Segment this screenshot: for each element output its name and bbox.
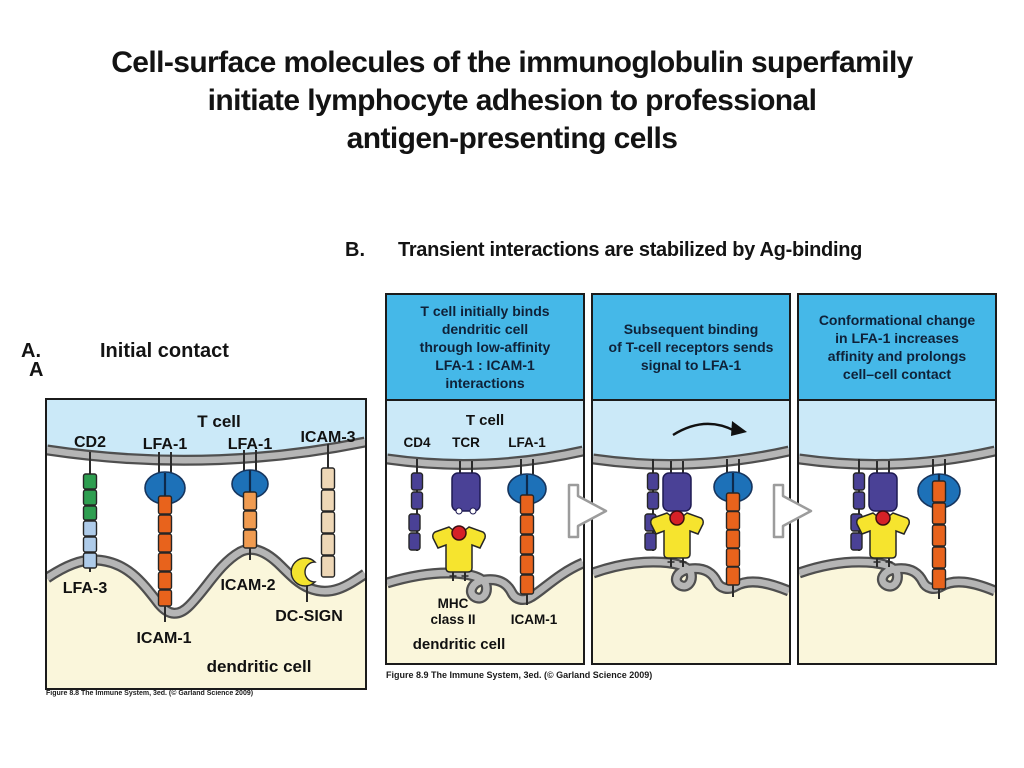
- peptide-antigen: [875, 510, 891, 526]
- panel-3-header-line: cell–cell contact: [842, 366, 952, 382]
- panel-3-header: Conformational change in LFA-1 increases…: [799, 295, 995, 401]
- title-line-1: Cell-surface molecules of the immunoglob…: [111, 46, 913, 79]
- title-line-3: antigen-presenting cells: [346, 122, 678, 155]
- mhc-molecule: [650, 512, 704, 559]
- figure-89-caption: Figure 8.9 The Immune System, 3ed. (© Ga…: [386, 670, 653, 680]
- dendritic-cell-region: [387, 563, 583, 663]
- icam3-label: ICAM-3: [300, 429, 355, 446]
- figure-89-panel-1: T cell initially binds dendritic cell th…: [385, 293, 585, 665]
- panel-1-header-line: dendritic cell: [441, 321, 529, 337]
- dendritic-cell-region: [47, 549, 365, 688]
- panel-2-header: Subsequent binding of T-cell receptors s…: [593, 295, 789, 401]
- tcr-molecule: [868, 472, 898, 512]
- figure-88-caption: Figure 8.8 The Immune System, 3ed. (© Ga…: [46, 690, 254, 697]
- panel-1-header: T cell initially binds dendritic cell th…: [387, 295, 583, 401]
- cd2-label: CD2: [74, 434, 106, 451]
- cd4-molecule: [644, 472, 660, 551]
- panel-3-header-line: affinity and prolongs: [827, 348, 967, 364]
- mhc-molecule: [432, 526, 486, 573]
- t-cell-label: T cell: [466, 412, 504, 429]
- title-line-2: initiate lymphocyte adhesion to professi…: [207, 84, 817, 117]
- cd4-label: CD4: [403, 435, 430, 450]
- dcsign-label: DC-SIGN: [275, 608, 343, 625]
- figure-89-panel-3: Conformational change in LFA-1 increases…: [797, 293, 997, 665]
- mhc-molecule: [856, 512, 910, 559]
- panel-transition-arrow-1: [567, 483, 608, 539]
- t-cell-label: T cell: [197, 412, 240, 431]
- panel-1-diagram: T cell CD4 TCR LFA-1 MHC class II ICAM-1…: [387, 401, 583, 663]
- tcr-label: TCR: [452, 435, 480, 450]
- figure-89-panel-2: Subsequent binding of T-cell receptors s…: [591, 293, 791, 665]
- figure-88-diagram: T cell CD2 LFA-1 LFA-1 ICAM-3 LFA-3 ICAM…: [45, 398, 367, 690]
- mhc-label-line2: class II: [430, 612, 475, 627]
- icam3-molecule: [320, 467, 336, 578]
- panel-2-header-line: Subsequent binding: [623, 321, 759, 337]
- mhc-label-line1: MHC: [438, 596, 469, 611]
- section-b-label: B.: [345, 239, 365, 261]
- tcr-notch: [469, 507, 477, 515]
- panel-3-header-line: Conformational change: [818, 312, 976, 328]
- panel-1-header-line: T cell initially binds: [420, 303, 550, 319]
- panel-3-header-line: in LFA-1 increases: [835, 330, 959, 346]
- section-a-heading: Initial contact: [100, 340, 229, 362]
- figure-89-panel-group: T cell initially binds dendritic cell th…: [385, 293, 997, 665]
- dendritic-cell-label: dendritic cell: [207, 657, 312, 676]
- section-b-heading: Transient interactions are stabilized by…: [398, 239, 863, 261]
- t-cell-membrane-core: [799, 447, 995, 468]
- panel-1-header-line: LFA-1 : ICAM-1: [435, 357, 535, 373]
- panel-1-header-line: interactions: [445, 375, 525, 391]
- peptide-antigen: [451, 525, 467, 541]
- panel-1-header-line: through low-affinity: [419, 339, 551, 355]
- icam1-molecule: [519, 494, 535, 595]
- lfa1-right-label: LFA-1: [228, 436, 273, 453]
- lfa1-label: LFA-1: [508, 435, 546, 450]
- icam2-molecule: [242, 491, 258, 549]
- icam1-molecule: [725, 492, 741, 586]
- cd4-molecule: [850, 472, 866, 551]
- icam1-label: ICAM-1: [136, 630, 191, 647]
- cd2-molecule: [82, 473, 98, 521]
- panel-2-header-line: of T-cell receptors sends: [608, 339, 774, 355]
- dcsign-molecule: [290, 557, 317, 587]
- t-cell-region: [47, 400, 365, 461]
- lfa1-left-label: LFA-1: [143, 436, 188, 453]
- signal-arrowhead: [731, 421, 747, 436]
- lfa3-molecule: [82, 520, 98, 569]
- icam2-label: ICAM-2: [220, 577, 275, 594]
- slide-title: Cell-surface molecules of the immunoglob…: [62, 44, 962, 158]
- peptide-antigen: [669, 510, 685, 526]
- t-cell-region: [387, 401, 583, 465]
- t-cell-membrane-core: [387, 447, 583, 468]
- t-cell-region: [593, 401, 789, 465]
- panel-2-header-line: signal to LFA-1: [640, 357, 742, 373]
- cd4-molecule: [408, 472, 424, 551]
- lfa3-label: LFA-3: [63, 580, 108, 597]
- panel-3-diagram: [799, 401, 995, 663]
- signal-arrow: [672, 422, 736, 437]
- tcr-molecule: [451, 472, 481, 512]
- icam1-label: ICAM-1: [511, 612, 558, 627]
- t-cell-membrane-core: [593, 447, 789, 468]
- section-a-sub-label: A: [29, 359, 44, 381]
- figure-88-panel: T cell CD2 LFA-1 LFA-1 ICAM-3 LFA-3 ICAM…: [45, 398, 367, 690]
- tcr-molecule: [662, 472, 692, 512]
- icam1-molecule: [157, 495, 173, 607]
- panel-transition-arrow-2: [772, 483, 813, 539]
- panel-2-diagram: [593, 401, 789, 663]
- t-cell-region: [799, 401, 995, 465]
- icam1-molecule: [931, 480, 947, 590]
- dendritic-cell-label: dendritic cell: [413, 636, 506, 653]
- section-a-label: A.: [21, 340, 41, 362]
- t-cell-membrane-core: [47, 438, 365, 464]
- tcr-notch: [455, 507, 463, 515]
